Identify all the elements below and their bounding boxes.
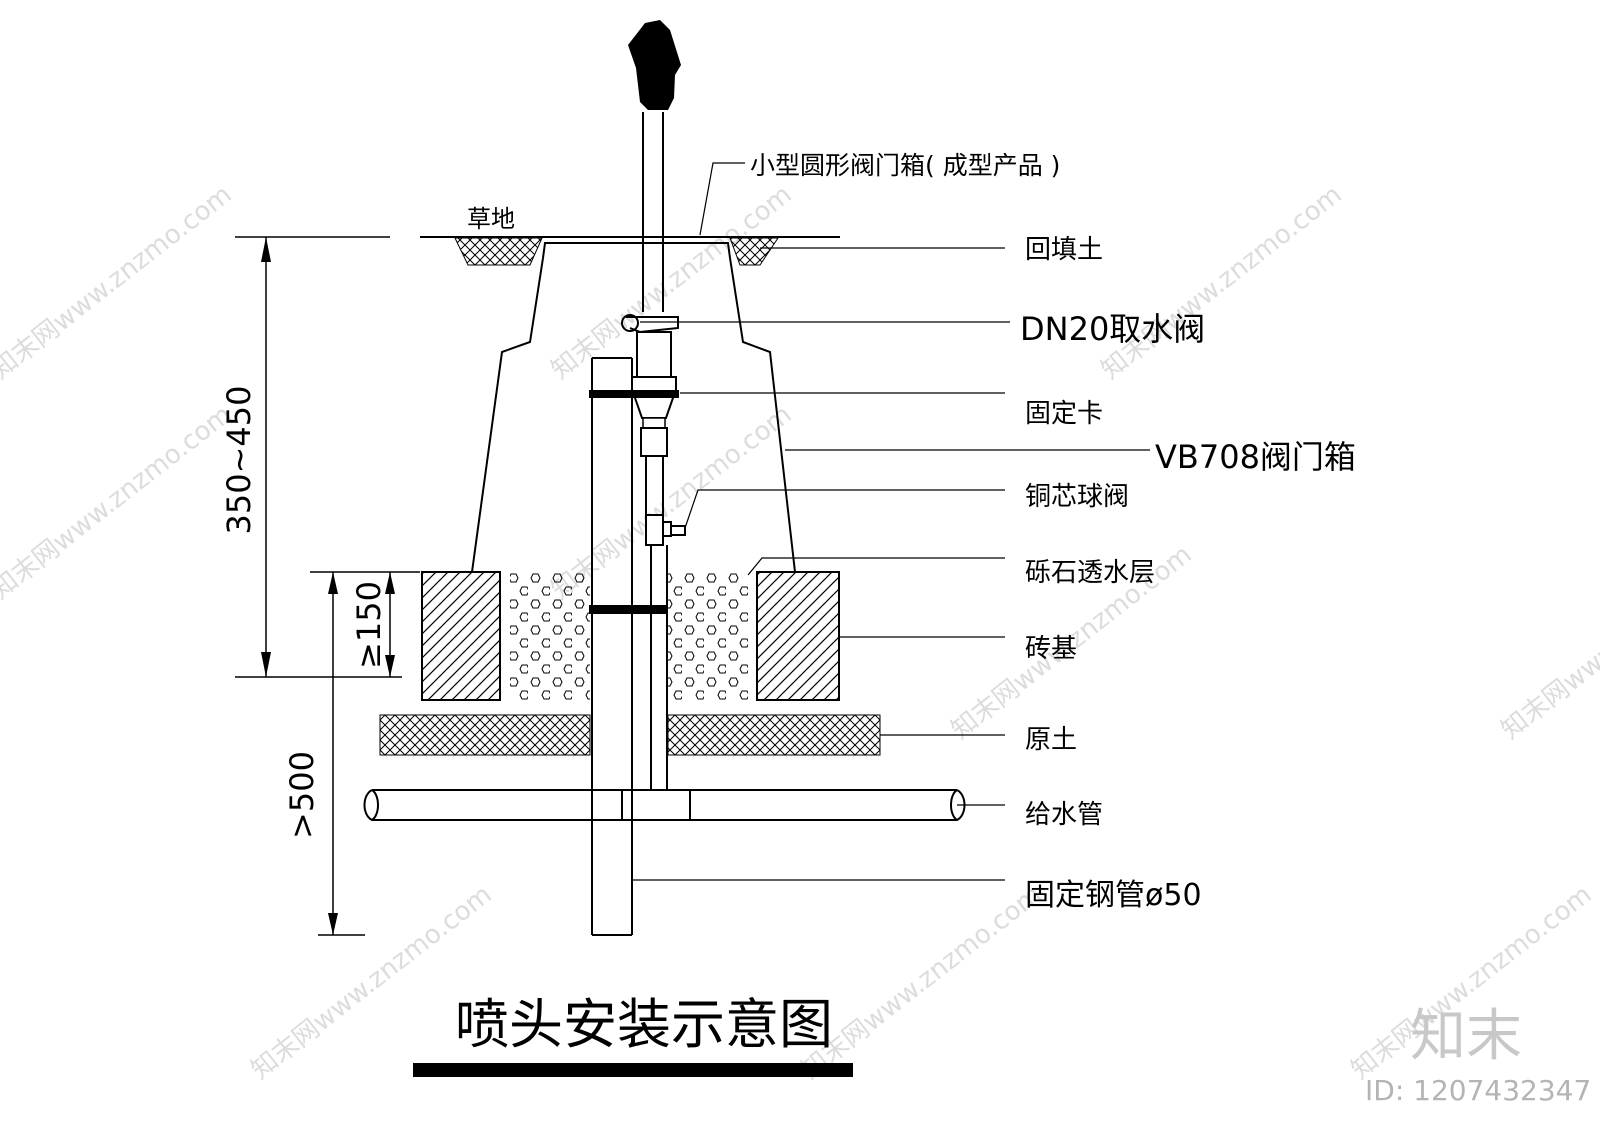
vb708-valve-box (729, 257, 796, 573)
native-soil-right (667, 714, 881, 756)
watermark: 知末网www.znzmo.com (1096, 180, 1348, 386)
backfill-soil (454, 237, 543, 266)
sprinkler-head-icon (628, 20, 681, 110)
clamp-upper (589, 390, 679, 398)
label-dn20-valve: DN20取水阀 (1020, 310, 1205, 348)
brick-base-left (421, 571, 501, 701)
label-small-valve-box: 小型圆形阀门箱( 成型产品 ) (750, 151, 1060, 180)
brand-mark: 知末 (1410, 1004, 1522, 1069)
label-native-soil: 原土 (1025, 725, 1077, 755)
label-supply-pipe: 给水管 (1025, 800, 1103, 830)
dimension-total-height: 350~450 (220, 386, 258, 535)
watermark: 知末网www.znzmo.com (1496, 540, 1600, 746)
dimension-pipe-depth: >500 (283, 751, 321, 839)
gravel-layer-right (668, 572, 750, 700)
label-clamp: 固定卡 (1025, 399, 1103, 429)
backfill-soil (729, 237, 779, 266)
water-supply-pipe (363, 789, 966, 822)
native-soil-left (379, 714, 591, 756)
vb708-valve-box (471, 257, 544, 573)
diagram-title: 喷头安装示意图 (455, 993, 833, 1056)
label-gravel-layer: 砾石透水层 (1025, 558, 1155, 588)
brick-base-right (756, 571, 840, 701)
brand-id: ID: 1207432347 (1365, 1074, 1591, 1107)
label-brick-base: 砖基 (1025, 634, 1077, 664)
clamp-lower (589, 605, 667, 614)
dimension-lines (235, 237, 420, 936)
gravel-layer-left (510, 572, 590, 700)
label-grass: 草地 (467, 205, 515, 233)
label-backfill: 回填土 (1025, 235, 1103, 265)
dn20-valve (621, 314, 679, 515)
label-vb708-box: VB708阀门箱 (1155, 438, 1356, 476)
fixing-steel-pipe (591, 357, 633, 936)
label-copper-ball-valve: 铜芯球阀 (1025, 482, 1129, 512)
watermark: 知末网www.znzmo.com (0, 400, 238, 606)
dimension-gravel-depth: ≥150 (350, 581, 388, 669)
label-steel-pipe: 固定钢管ø50 (1025, 878, 1202, 913)
small-valve-box (542, 242, 731, 259)
watermark: 知末网www.znzmo.com (796, 880, 1048, 1086)
copper-ball-valve (645, 514, 686, 790)
leader-lines (632, 162, 1150, 881)
title-underline (413, 1063, 853, 1077)
watermark: 知末网www.znzmo.com (0, 180, 238, 386)
